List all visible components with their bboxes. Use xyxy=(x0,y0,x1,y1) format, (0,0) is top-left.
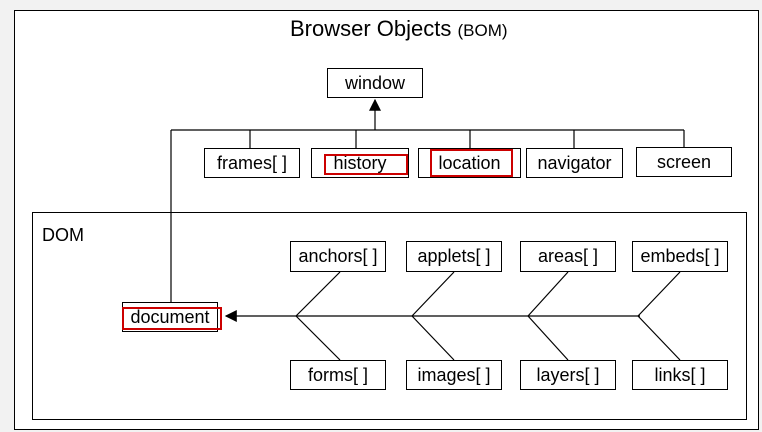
branch-forms xyxy=(295,315,341,361)
bom-navigator: navigator xyxy=(526,148,623,178)
dom-forms: forms[ ] xyxy=(290,360,386,390)
dom-layers: layers[ ] xyxy=(520,360,616,390)
branch-layers xyxy=(527,315,569,361)
branch-areas xyxy=(527,271,569,317)
dom-embeds: embeds[ ] xyxy=(632,241,728,272)
dom-links: links[ ] xyxy=(632,360,728,390)
highlight-history xyxy=(324,154,408,175)
window-node: window xyxy=(327,68,423,98)
dom-areas: areas[ ] xyxy=(520,241,616,272)
bom-location: location xyxy=(418,148,521,178)
dom-anchors: anchors[ ] xyxy=(290,241,386,272)
diagram-title: Browser Objects (BOM) xyxy=(290,16,508,41)
bom-screen: screen xyxy=(636,147,732,177)
branch-images xyxy=(411,315,455,361)
branch-embeds xyxy=(637,271,681,317)
dom-images: images[ ] xyxy=(406,360,502,390)
branch-links xyxy=(637,315,681,361)
branch-applets xyxy=(411,271,455,317)
dom-container xyxy=(32,212,747,420)
highlight-location xyxy=(430,149,513,177)
highlight-document xyxy=(122,307,222,330)
dom-label: DOM xyxy=(42,225,84,245)
dom-applets: applets[ ] xyxy=(406,241,502,272)
bom-frames: frames[ ] xyxy=(204,148,300,178)
branch-anchors xyxy=(295,271,341,317)
